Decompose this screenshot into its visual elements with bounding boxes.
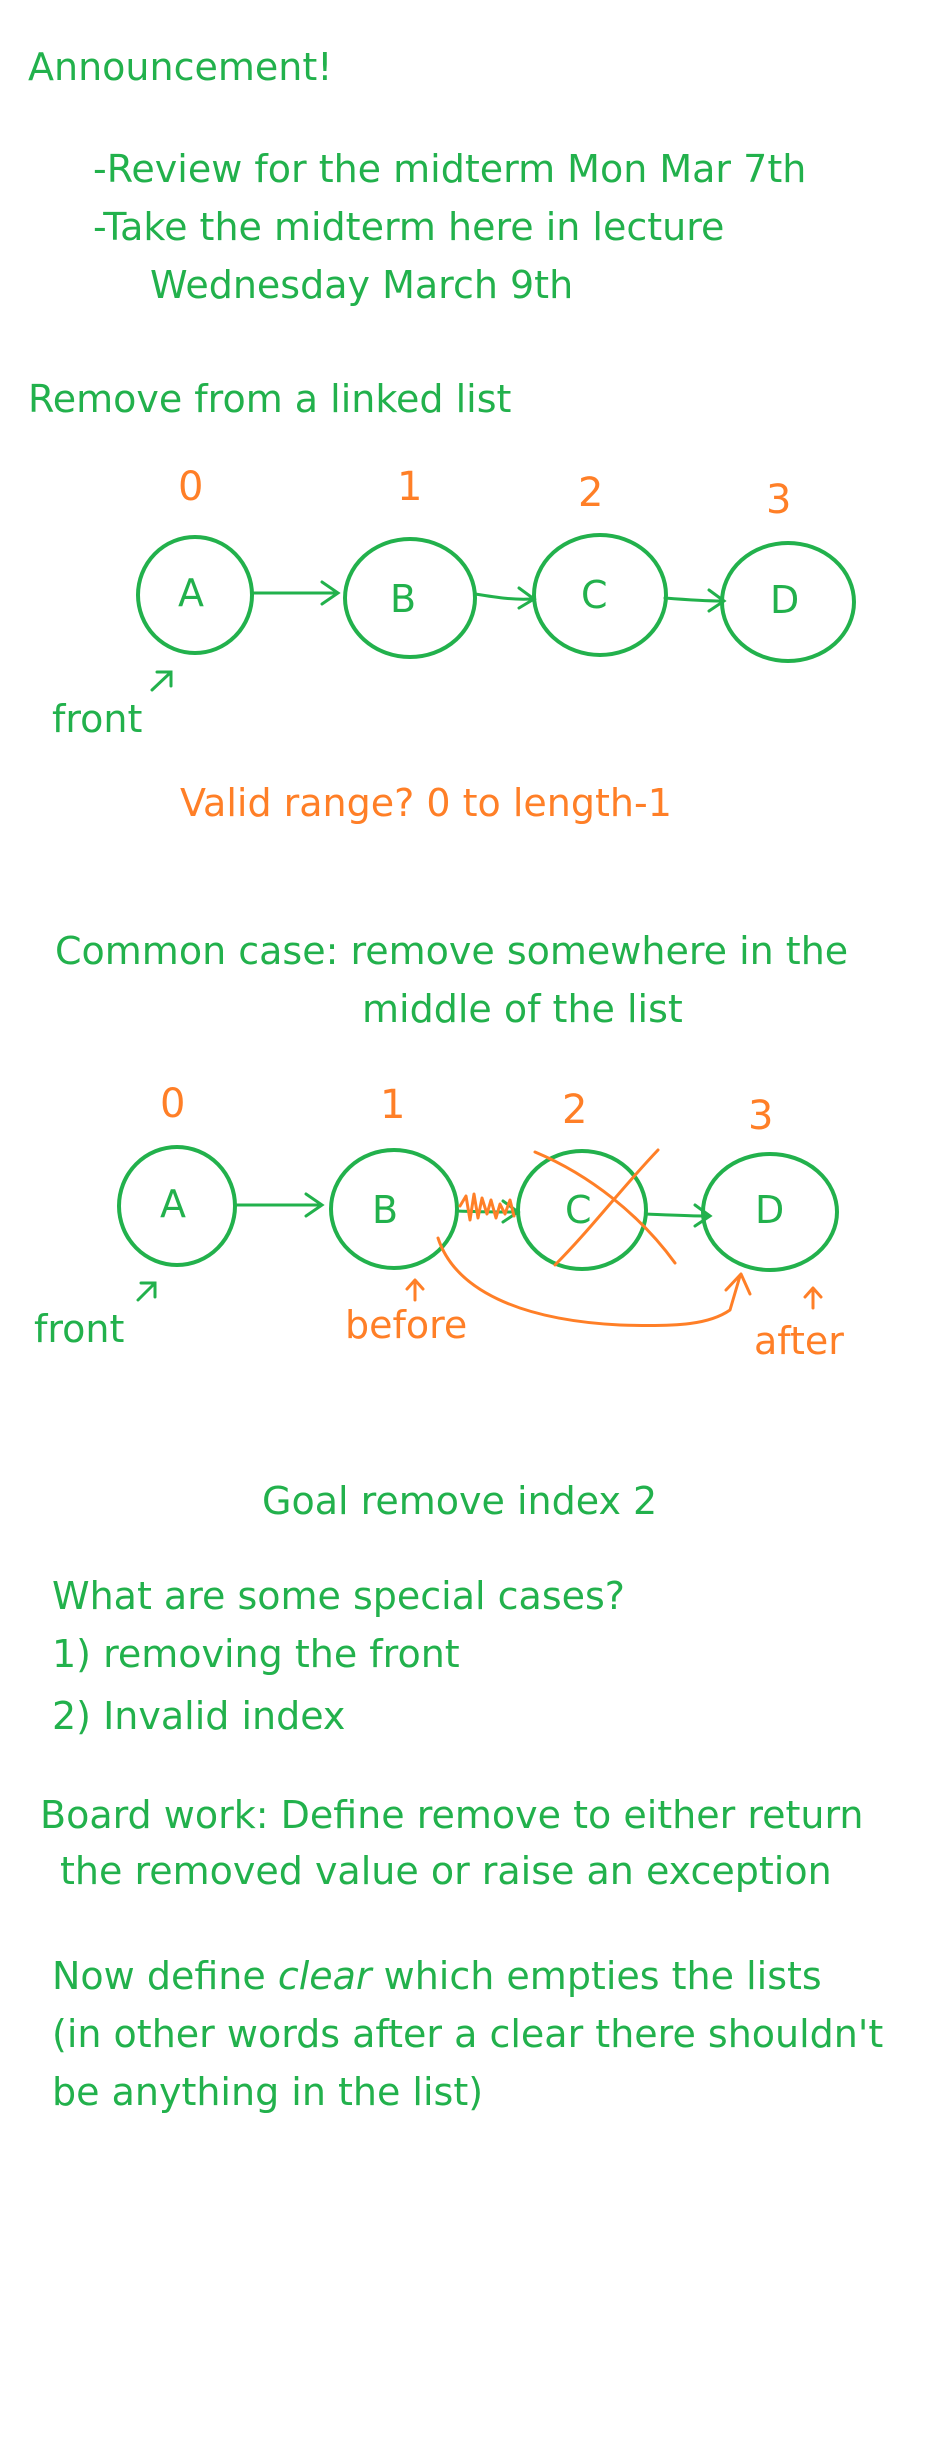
diagram2-node-a: A	[160, 1182, 186, 1226]
diagram2-index-1: 1	[380, 1082, 406, 1128]
diagram1-index-1: 1	[397, 464, 423, 510]
diagram2-node-b: B	[372, 1188, 399, 1232]
diagram1-index-3: 3	[766, 477, 792, 523]
clear-keyword: clear	[277, 1954, 372, 1998]
special-cases-question: What are some special cases?	[52, 1574, 625, 1618]
diagram2-before-label: before	[345, 1303, 468, 1347]
valid-range-note: Valid range? 0 to length-1	[180, 781, 672, 825]
announcement-item-3: Wednesday March 9th	[150, 263, 574, 307]
diagram1-node-a-circle	[136, 535, 254, 655]
diagram2-orange-marks	[405, 1148, 823, 1328]
diagram1-node-b: B	[390, 577, 417, 621]
diagram1-arrows	[150, 580, 727, 692]
diagram1-node-d: D	[770, 578, 800, 622]
diagram2-node-c: C	[565, 1188, 592, 1232]
goal-text: Goal remove index 2	[262, 1479, 658, 1523]
clear-task-line3: be anything in the list)	[52, 2070, 484, 2114]
clear-task-line2: (in other words after a clear there shou…	[52, 2012, 884, 2056]
diagram1-node-c: C	[581, 573, 608, 617]
announcement-title: Announcement!	[28, 45, 333, 89]
diagram2-front-label: front	[34, 1307, 125, 1351]
diagram1-index-2: 2	[578, 470, 604, 516]
diagram2-index-3: 3	[748, 1093, 774, 1139]
special-case-2: 2) Invalid index	[52, 1694, 346, 1738]
diagram1-node-a: A	[178, 571, 204, 615]
diagram1-node-c-circle	[532, 533, 668, 657]
diagram2-node-b-circle	[329, 1148, 459, 1270]
diagram1-node-b-circle	[343, 537, 477, 659]
diagram1-index-0: 0	[178, 464, 204, 510]
clear-task-suffix: which empties the lists	[371, 1954, 822, 1998]
diagram2-index-0: 0	[160, 1081, 186, 1127]
clear-task-prefix: Now define	[52, 1954, 278, 1998]
diagram2-heading-line2: middle of the list	[362, 987, 683, 1031]
announcement-item-1: -Review for the midterm Mon Mar 7th	[93, 147, 807, 191]
diagram2-node-c-circle	[516, 1149, 648, 1271]
board-work-line2: the removed value or raise an exception	[60, 1849, 832, 1893]
announcement-item-2: -Take the midterm here in lecture	[93, 205, 725, 249]
diagram2-node-d: D	[755, 1188, 785, 1232]
special-case-1: 1) removing the front	[52, 1632, 460, 1676]
clear-task-line1: Now define clear which empties the lists	[52, 1957, 822, 1995]
diagram1-front-label: front	[52, 697, 143, 741]
diagram2-index-2: 2	[562, 1087, 588, 1133]
diagram1-heading: Remove from a linked list	[28, 377, 512, 421]
diagram2-after-label: after	[754, 1319, 844, 1363]
board-work-line1: Board work: Define remove to either retu…	[40, 1793, 864, 1837]
diagram2-heading-line1: Common case: remove somewhere in the	[55, 929, 849, 973]
diagram2-arrows	[136, 1192, 713, 1302]
